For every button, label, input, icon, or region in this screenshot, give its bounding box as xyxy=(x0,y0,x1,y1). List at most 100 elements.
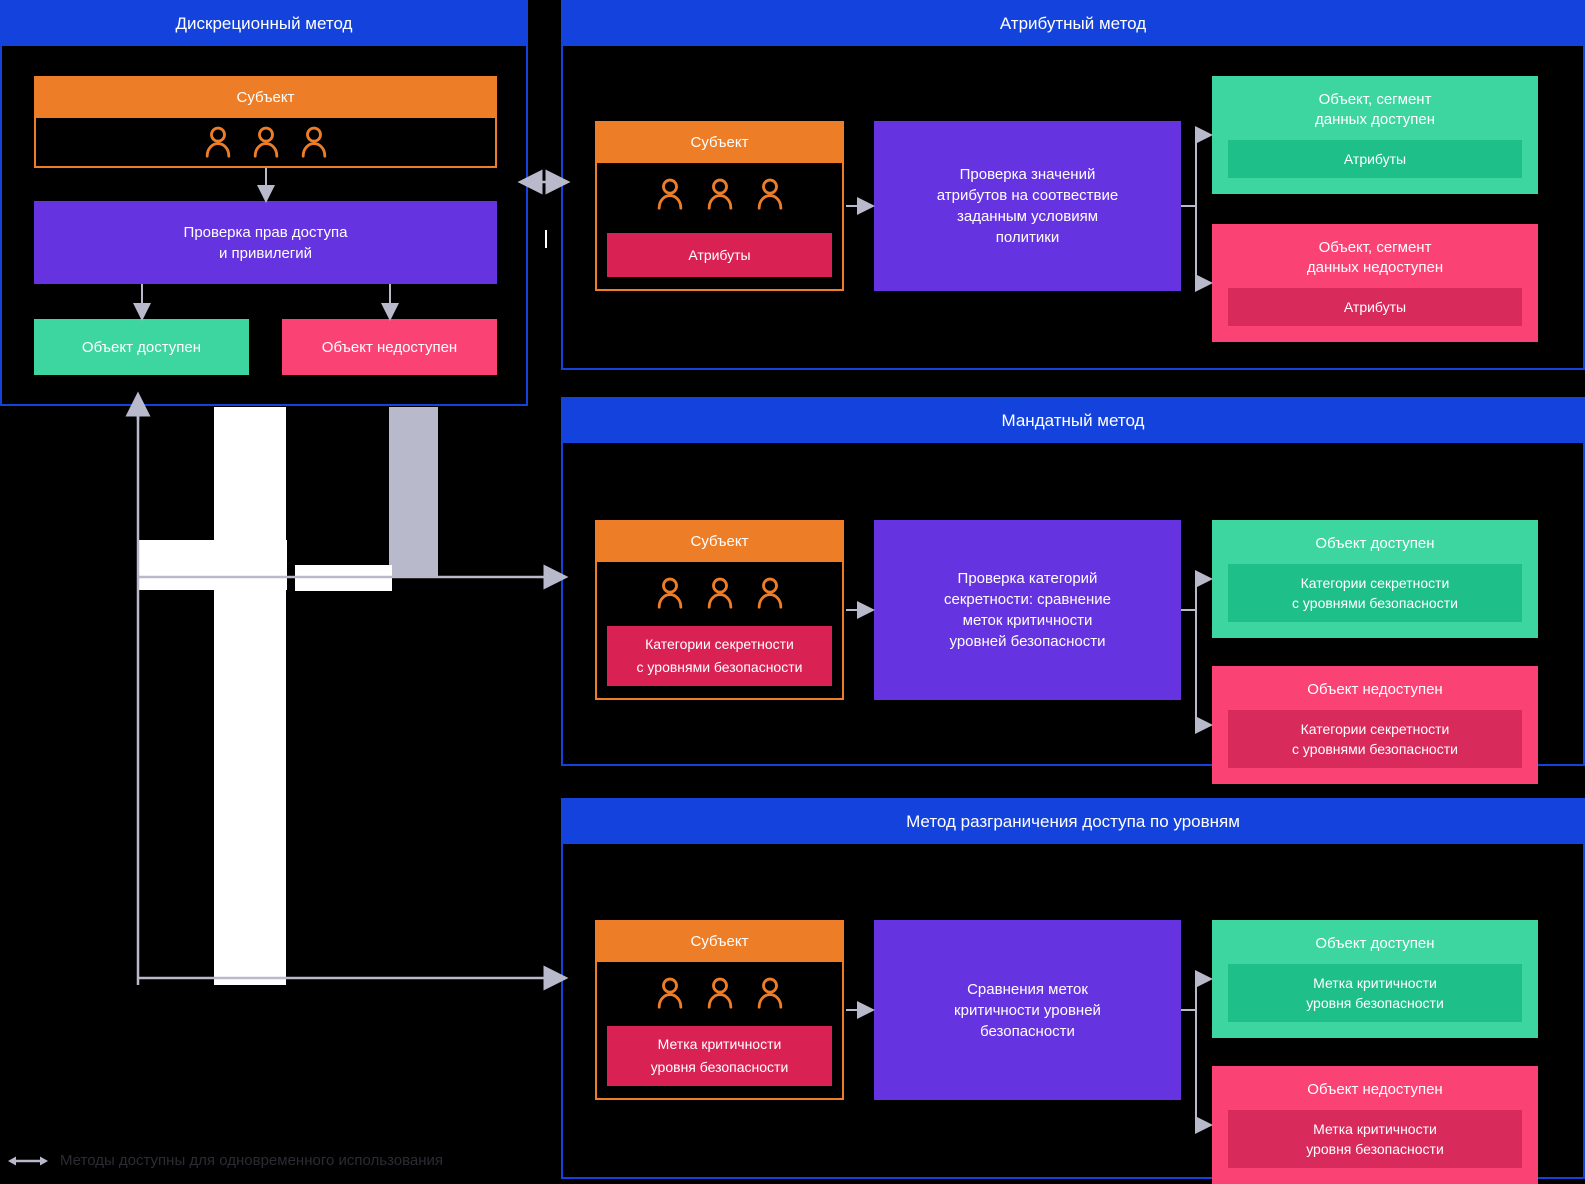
process-line-3: меток критичности xyxy=(962,612,1093,629)
result-badge-line-1: Метка критичности xyxy=(1313,975,1437,991)
panel-attribute: Атрибутный метод Субъект Атрибуты xyxy=(561,0,1585,370)
result-title-line-1: Объект, сегмент xyxy=(1318,91,1432,108)
subject-badge-levels: Метка критичности уровня безопасности xyxy=(607,1026,832,1086)
person-icon xyxy=(707,977,732,1009)
result-badge-line-2: с уровнями безопасности xyxy=(1292,741,1458,757)
subject-title: Субъект xyxy=(36,78,495,118)
result-denied-mandatory: Объект недоступен Категории секретности … xyxy=(1212,666,1538,784)
person-group xyxy=(597,562,842,624)
panel-discretionary-body: Субъект Проверка прав доступа и привил xyxy=(2,46,526,404)
result-badge-line-1: Метка критичности xyxy=(1313,1121,1437,1137)
result-badge-line-2: с уровнями безопасности xyxy=(1292,595,1458,611)
person-icon xyxy=(253,126,278,158)
result-badge-line-2: уровня безопасности xyxy=(1306,995,1444,1011)
person-icon xyxy=(707,577,732,609)
result-badge: Метка критичности уровня безопасности xyxy=(1228,1110,1522,1168)
person-icon xyxy=(205,126,230,158)
process-line-4: политики xyxy=(995,229,1060,246)
result-title: Объект недоступен xyxy=(1307,681,1443,698)
person-icon xyxy=(757,577,782,609)
panel-levels-title: Метод разграничения доступа по уровням xyxy=(563,800,1583,844)
result-badge: Метка критичности уровня безопасности xyxy=(1228,964,1522,1022)
person-icon xyxy=(657,178,682,210)
double-arrow-icon xyxy=(8,1156,48,1165)
process-line-1: Проверка прав доступа xyxy=(183,223,348,241)
subject-box-mandatory: Субъект Категории секретности с уровнями… xyxy=(595,520,844,700)
result-accessible-levels: Объект доступен Метка критичности уровня… xyxy=(1212,920,1538,1038)
panel-mandatory-title: Мандатный метод xyxy=(563,399,1583,443)
person-icon xyxy=(657,977,682,1009)
result-badge: Атрибуты xyxy=(1228,288,1522,326)
subject-badge-line-1: Метка критичности xyxy=(657,1036,782,1052)
subject-title: Субъект xyxy=(597,123,842,163)
process-box-levels: Сравнения меток критичности уровней безо… xyxy=(874,920,1181,1100)
result-badge-line-1: Категории секретности xyxy=(1300,575,1450,591)
subject-box-attribute: Субъект Атрибуты xyxy=(595,121,844,291)
subject-badge-line-2: с уровнями безопасности xyxy=(636,659,803,675)
person-icon xyxy=(657,577,682,609)
result-title-line-1: Объект, сегмент xyxy=(1318,239,1432,256)
process-line-1: Проверка значений xyxy=(959,166,1096,183)
panel-levels-body: Субъект Метка критичности уровня безопас… xyxy=(563,844,1583,1184)
panel-mandatory: Мандатный метод Субъект Категории се xyxy=(561,397,1585,784)
subject-badge-line-1: Категории секретности xyxy=(645,636,794,652)
process-line-2: секретности: сравнение xyxy=(944,591,1111,608)
raster-artifact-band-horizontal xyxy=(137,540,287,590)
subject-badge-line-2: уровня безопасности xyxy=(650,1059,789,1075)
result-denied-discretionary: Объект недоступен xyxy=(282,319,497,375)
result-title: Объект доступен xyxy=(1315,535,1435,552)
process-line-2: критичности уровней xyxy=(954,1001,1101,1019)
person-icon xyxy=(757,178,782,210)
process-line-1: Сравнения меток xyxy=(967,980,1088,998)
result-label: Объект недоступен xyxy=(321,338,458,356)
result-title: Объект недоступен xyxy=(1307,1081,1443,1098)
result-accessible-mandatory: Объект доступен Категории секретности с … xyxy=(1212,520,1538,638)
result-denied-levels: Объект недоступен Метка критичности уров… xyxy=(1212,1066,1538,1184)
result-title-line-2: данных недоступен xyxy=(1306,259,1444,276)
person-group xyxy=(36,118,495,166)
panel-attribute-title: Атрибутный метод xyxy=(563,2,1583,46)
process-box-mandatory: Проверка категорий секретности: сравнени… xyxy=(874,520,1181,700)
subject-badge-mandatory: Категории секретности с уровнями безопас… xyxy=(607,626,832,686)
result-badge: Категории секретности с уровнями безопас… xyxy=(1228,564,1522,622)
person-icon xyxy=(707,178,732,210)
result-denied-attribute: Объект, сегмент данных недоступен Атрибу… xyxy=(1212,224,1538,342)
process-box-attribute: Проверка значений атрибутов на соотвеств… xyxy=(874,121,1181,291)
subject-box-levels: Субъект Метка критичности уровня безопас… xyxy=(595,920,844,1100)
process-line-4: уровней безопасности xyxy=(949,633,1106,650)
result-badge: Категории секретности с уровнями безопас… xyxy=(1228,710,1522,768)
footer-legend: Методы доступны для одновременного испол… xyxy=(8,1152,443,1169)
subject-title: Субъект xyxy=(597,922,842,962)
panel-attribute-body: Субъект Атрибуты Проверка з xyxy=(563,46,1583,368)
result-title: Объект доступен xyxy=(1315,935,1435,952)
process-line-2: и привилегий xyxy=(218,244,313,262)
subject-badge-label: Атрибуты xyxy=(688,247,751,263)
process-line-1: Проверка категорий xyxy=(957,570,1098,587)
raster-artifact-tab xyxy=(295,565,392,591)
process-line-3: безопасности xyxy=(980,1022,1075,1040)
subject-badge-attribute: Атрибуты xyxy=(607,233,832,277)
result-badge: Атрибуты xyxy=(1228,140,1522,178)
result-label: Объект доступен xyxy=(81,338,202,356)
process-line-3: заданным условиям xyxy=(956,208,1099,225)
panel-discretionary-title: Дискреционный метод xyxy=(2,2,526,46)
panel-mandatory-body: Субъект Категории секретности с уровнями… xyxy=(563,443,1583,784)
subject-title: Субъект xyxy=(597,522,842,562)
person-icon xyxy=(757,977,782,1009)
person-group xyxy=(597,962,842,1024)
result-accessible-discretionary: Объект доступен xyxy=(34,319,249,375)
person-group xyxy=(597,163,842,225)
result-badge-line-1: Категории секретности xyxy=(1300,721,1450,737)
panel-discretionary: Дискреционный метод Субъект xyxy=(0,0,528,406)
process-box-discretionary: Проверка прав доступа и привилегий xyxy=(34,201,497,284)
raster-artifact-band-grey xyxy=(389,407,438,577)
process-line-2: атрибутов на соотвествие xyxy=(936,187,1119,204)
result-accessible-attribute: Объект, сегмент данных доступен Атрибуты xyxy=(1212,76,1538,194)
raster-artifact-band-vertical xyxy=(214,407,286,985)
person-icon xyxy=(301,126,326,158)
subject-box-discretionary: Субъект xyxy=(34,76,497,168)
panel-levels: Метод разграничения доступа по уровням С… xyxy=(561,798,1585,1184)
result-badge-line-2: уровня безопасности xyxy=(1306,1141,1444,1157)
footer-text: Методы доступны для одновременного испол… xyxy=(60,1152,444,1169)
result-title-line-2: данных доступен xyxy=(1315,111,1435,128)
